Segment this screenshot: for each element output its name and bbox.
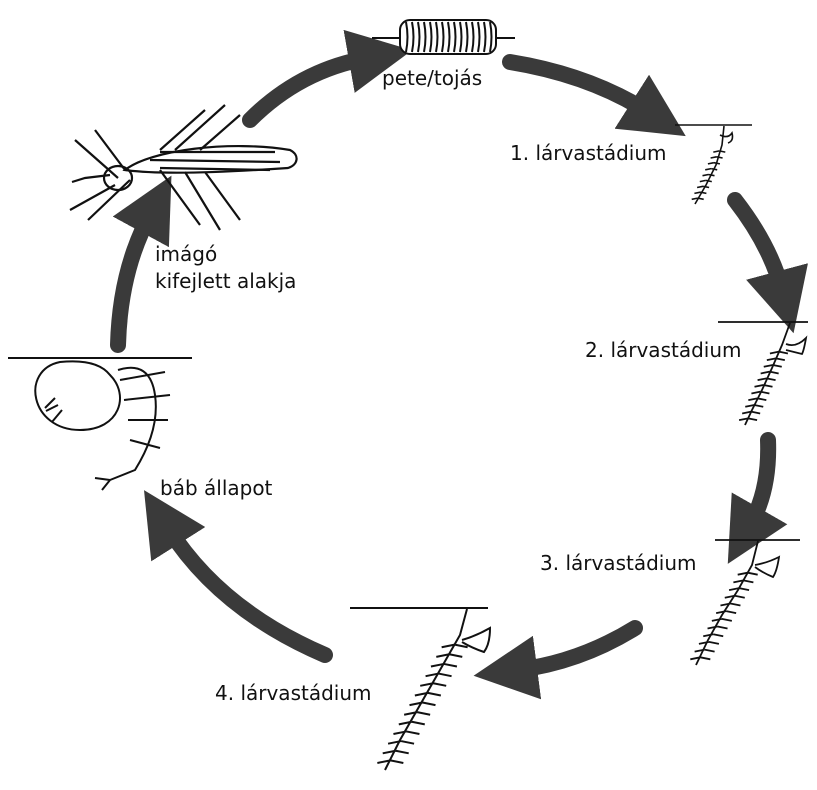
larva-bristle — [428, 693, 441, 696]
larva-bristle — [760, 392, 769, 394]
larva-bristle — [703, 634, 713, 636]
larva-bristle — [764, 365, 773, 367]
larva-bristle — [713, 634, 723, 636]
larva3-label: 3. lárvastádium — [540, 553, 697, 573]
larva-bristle — [417, 712, 430, 715]
larva-bristle — [767, 358, 776, 360]
larva-bristle — [444, 664, 457, 667]
larva-bristle — [705, 650, 715, 652]
larva-bristle — [773, 365, 782, 367]
larva-bristle — [743, 580, 753, 582]
arrow-larva1-to-larva2 — [735, 200, 782, 290]
larva-bristle — [711, 169, 717, 170]
egg-raft-illustration — [372, 20, 515, 54]
larva-bristle — [754, 405, 763, 407]
larva-bristle — [439, 674, 452, 677]
arrow-egg-to-larva1 — [510, 62, 648, 112]
cycle-arrows — [118, 58, 782, 670]
larva-bristle — [423, 703, 436, 706]
larva-bristle — [433, 683, 446, 686]
larva-bristle — [757, 398, 766, 400]
larva-bristle — [709, 175, 715, 176]
arrow-adult-to-egg — [250, 58, 368, 120]
larva-bristle — [739, 588, 749, 590]
larva-bristle — [412, 722, 425, 725]
larva-bristle — [755, 385, 764, 387]
pupa-label: báb állapot — [160, 478, 272, 498]
larva-bristle — [401, 741, 414, 744]
larva-bristle — [748, 418, 757, 420]
larva2-label: 2. lárvastádium — [585, 340, 742, 360]
larva-bristle — [776, 358, 785, 360]
larva1-illustration — [675, 125, 752, 204]
larva-bristle — [711, 157, 717, 158]
pupa-illustration — [8, 358, 192, 490]
larva-bristle — [694, 192, 700, 193]
larva3-illustration — [690, 540, 800, 665]
larva-bristle — [751, 412, 760, 414]
larva-bristle — [714, 163, 720, 164]
egg-label: pete/tojás — [382, 68, 482, 88]
larva-bristle — [390, 760, 403, 763]
larva4-label: 4. lárvastádium — [215, 683, 372, 703]
larva-bristle — [722, 619, 732, 621]
larva-bristle — [761, 372, 770, 374]
larva-bristle — [758, 378, 767, 380]
arrow-larva4-to-pupa — [168, 528, 325, 655]
larva-bristle — [406, 731, 419, 734]
larva-bristle — [709, 642, 719, 644]
larva-bristle — [713, 151, 719, 152]
larva-bristle — [767, 378, 776, 380]
larva-bristle — [692, 198, 698, 199]
larva-bristle — [730, 603, 740, 605]
larva-bristle — [770, 372, 779, 374]
adult-mosquito-illustration — [70, 105, 297, 230]
larva-bristle — [697, 186, 703, 187]
larva-bristle — [396, 751, 409, 754]
larva-bristle — [748, 398, 757, 400]
larva1-label: 1. lárvastádium — [510, 143, 667, 163]
larva-bristle — [705, 169, 711, 170]
larva-bristle — [449, 654, 462, 657]
larva-bristle — [703, 175, 709, 176]
larva-bristle — [751, 392, 760, 394]
larva-bristle — [779, 352, 788, 354]
arrow-larva2-to-larva3 — [750, 440, 768, 525]
arrow-pupa-to-adult — [118, 215, 150, 345]
larva-bristle — [706, 180, 712, 181]
larva-bristle — [712, 619, 722, 621]
arrow-larva3-to-larva4 — [518, 628, 635, 670]
larva-bristle — [718, 627, 728, 629]
larva-bristle — [764, 385, 773, 387]
larva-bristle — [726, 611, 736, 613]
adult-label-line2: kifejlett alakja — [155, 271, 296, 291]
larva-bristle — [748, 573, 758, 575]
adult-label-line1: imágó — [155, 244, 217, 264]
larva-bristle — [700, 657, 710, 659]
larva-bristle — [735, 596, 745, 598]
larva-bristle — [699, 642, 709, 644]
larva-bristle — [700, 180, 706, 181]
larva-bristle — [708, 627, 718, 629]
larva-bristle — [708, 163, 714, 164]
larva-bristle — [716, 611, 726, 613]
